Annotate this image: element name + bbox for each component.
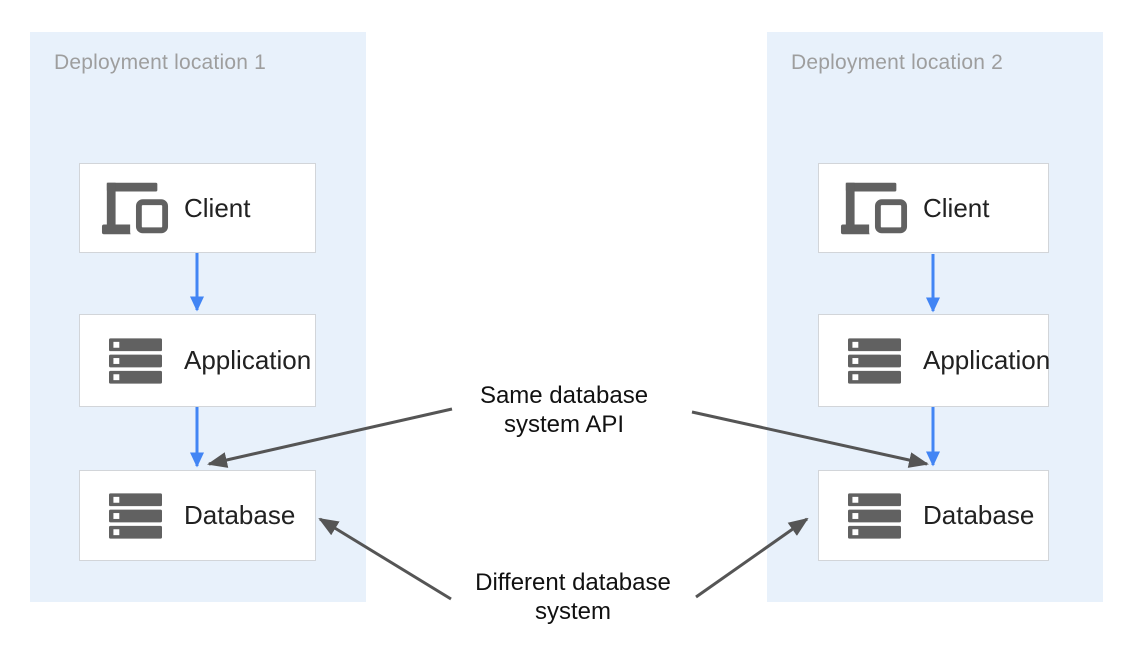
server-stack-icon xyxy=(101,337,169,384)
annotation-different-database-system: Different database system xyxy=(443,568,703,626)
server-stack-icon-svg xyxy=(108,492,162,539)
server-stack-icon-svg xyxy=(847,337,901,384)
devices-icon xyxy=(101,180,169,236)
panel-title: Deployment location 1 xyxy=(54,51,266,74)
database-node-1: Database xyxy=(79,470,316,561)
panel-title: Deployment location 2 xyxy=(791,51,1003,74)
client-node-2: Client xyxy=(818,163,1049,253)
server-stack-icon xyxy=(101,492,169,539)
application-node-1: Application xyxy=(79,314,316,407)
node-label: Database xyxy=(923,500,1035,530)
application-node-2: Application xyxy=(818,314,1051,407)
client-node-1: Client xyxy=(79,163,316,253)
node-label: Database xyxy=(184,500,296,530)
server-stack-icon-svg xyxy=(847,492,901,539)
deployment-location-1-panel: Deployment location 1 Client xyxy=(30,32,366,602)
devices-icon xyxy=(840,180,908,236)
database-node-2: Database xyxy=(818,470,1049,561)
server-stack-icon xyxy=(840,337,908,384)
annotation-same-database-system-api: Same database system API xyxy=(434,381,694,439)
server-stack-icon xyxy=(840,492,908,539)
deployment-location-2-panel: Deployment location 2 Client xyxy=(767,32,1103,602)
node-label: Client xyxy=(923,192,990,223)
devices-icon-svg xyxy=(840,182,908,236)
annotation-line: system xyxy=(534,598,611,625)
annotation-line: system API xyxy=(503,411,625,438)
node-label: Application xyxy=(184,345,312,375)
annotation-line: Same database xyxy=(479,382,649,409)
server-stack-icon-svg xyxy=(108,337,162,384)
devices-icon-svg xyxy=(101,182,169,236)
node-label: Application xyxy=(923,345,1051,375)
annotation-line: Different database xyxy=(475,569,671,596)
node-label: Client xyxy=(184,192,251,223)
